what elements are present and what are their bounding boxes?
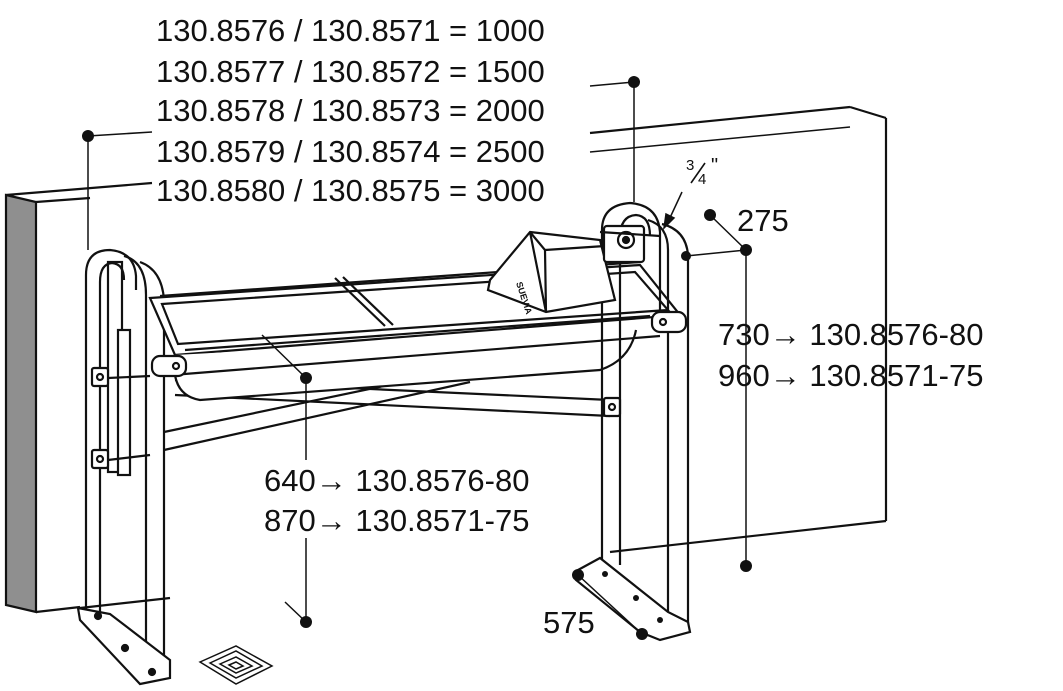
connection-size-label: 3 4 " [686,155,718,188]
left-frame [76,248,172,686]
dimension-575: 575 [543,605,595,640]
connection-denominator: 4 [698,171,706,188]
dimension-dots [82,76,752,640]
model-length-3000: 130.8580 / 130.8575 = 3000 [156,173,545,208]
model-length-2500: 130.8579 / 130.8574 = 2500 [156,134,545,169]
dimension-870: 870→ 130.8571-75 [264,503,529,538]
wall [4,105,888,614]
connection-inch-mark: " [711,155,718,177]
dot-trough-rim [300,372,312,384]
dot-right-top [628,76,640,88]
model-length-1000: 130.8576 / 130.8571 = 1000 [156,13,545,48]
model-length-2000: 130.8578 / 130.8573 = 2000 [156,93,545,128]
dot-foot-end [636,628,648,640]
dot-floor [300,616,312,628]
dimension-275: 275 [737,203,789,238]
model-length-list: 130.8576 / 130.8571 = 1000 130.8577 / 13… [156,13,545,208]
dimension-leaders [87,81,851,635]
floor-drain [198,645,274,685]
wall-edge [4,193,38,614]
dimension-960: 960→ 130.8571-75 [718,358,983,393]
dot-275-end [740,244,752,256]
dot-left-top [82,130,94,142]
dot-frame-side [681,251,691,261]
dot-height-bottom [740,560,752,572]
dot-foot-start [572,569,584,581]
model-length-1500: 130.8577 / 130.8572 = 1500 [156,54,545,89]
dimension-640: 640→ 130.8576-80 [264,463,529,498]
connection-numerator: 3 [686,157,694,174]
dimension-730: 730→ 130.8576-80 [718,317,983,352]
dot-275-start [704,209,716,221]
